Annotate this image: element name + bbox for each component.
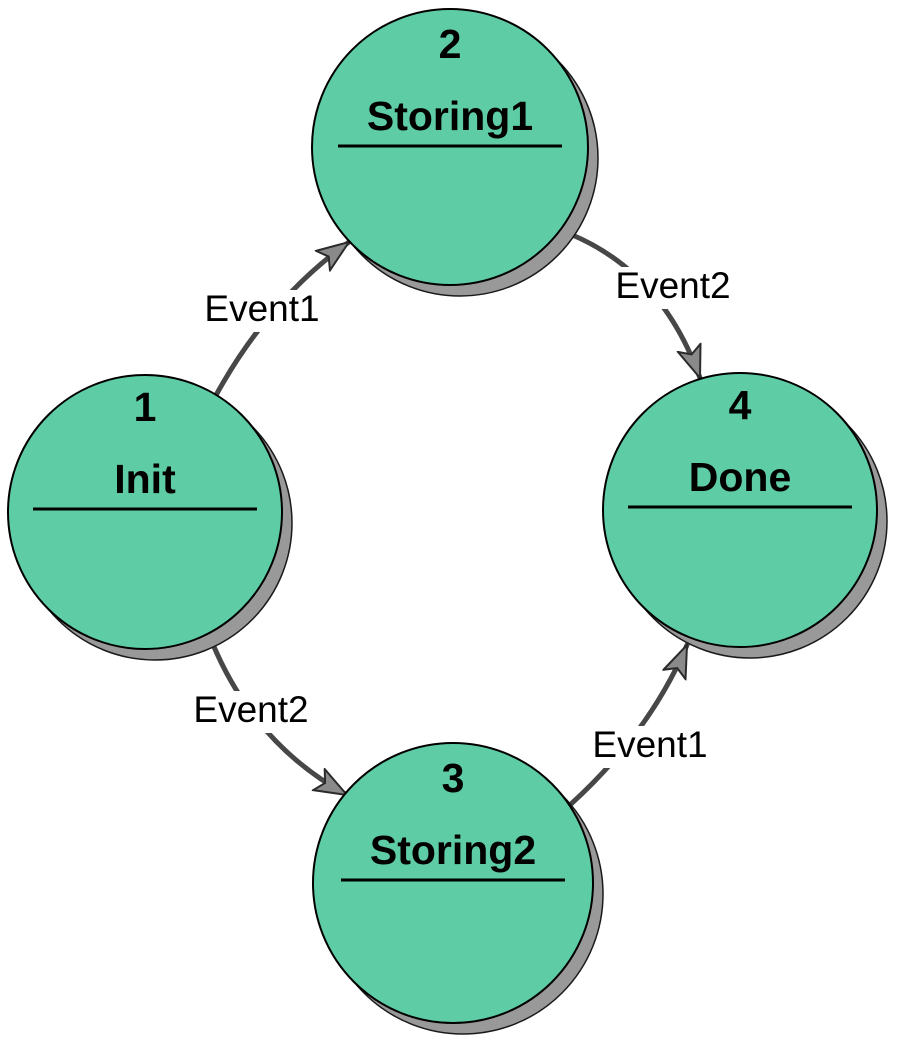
state-name: Storing2 [370, 827, 536, 873]
state-number: 4 [729, 382, 752, 428]
transition-label-bg [609, 267, 737, 309]
state-name: Storing1 [367, 93, 533, 139]
transition-label-bg [187, 691, 315, 733]
transition-label-bg [586, 726, 714, 768]
state-circle[interactable] [602, 372, 878, 648]
transition-label: Event1 [592, 724, 707, 765]
transition-storing1-to-done: Event2 [567, 231, 737, 378]
state-number: 1 [134, 384, 157, 430]
transition-init-to-storing1: Event1 [198, 239, 352, 400]
state-name: Init [114, 456, 176, 502]
transition-label-bg [198, 290, 326, 332]
state-init: 1 Init [7, 374, 293, 661]
transition-init-to-storing2: Event2 [187, 639, 350, 798]
state-circle[interactable] [7, 374, 283, 650]
transition-label: Event1 [204, 288, 319, 329]
state-storing1: 2 Storing1 [311, 8, 599, 297]
state-name: Done [689, 454, 792, 500]
transition-label: Event2 [615, 265, 730, 306]
transition-label: Event2 [193, 689, 308, 730]
state-circle[interactable] [312, 742, 594, 1024]
transition-storing2-to-done: Event1 [568, 645, 714, 807]
state-done: 4 Done [602, 372, 888, 659]
state-storing2: 3 Storing2 [312, 742, 604, 1035]
state-number: 3 [442, 755, 465, 801]
state-number: 2 [439, 21, 462, 67]
